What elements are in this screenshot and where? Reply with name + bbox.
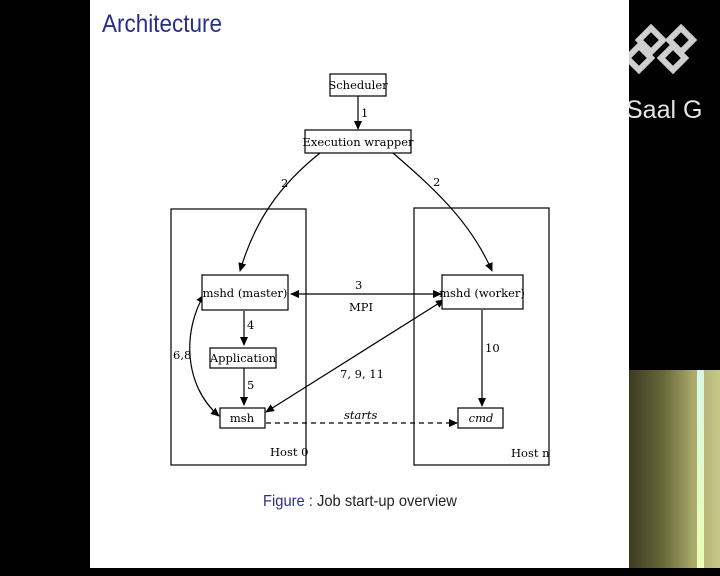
logo-text: Saal G [626,96,703,124]
edge-master-msh [189,294,220,417]
node-scheduler-label: Scheduler [328,78,388,92]
node-mshd-worker-label: mshd (worker) [439,286,525,300]
figure-caption-text: Job start-up overview [317,493,457,510]
node-execution-wrapper: Execution wrapper [302,129,414,154]
edge-msh-worker [265,299,445,413]
hostn-label: Host n [511,446,550,460]
node-msh: msh [219,407,266,429]
logo-mark-icon [629,23,698,75]
node-application-label: Application [209,351,277,365]
node-mshd-master: mshd (master) [201,274,289,311]
edge-label-2-left: 2 [281,176,288,190]
edge-wrapper-master [238,152,321,272]
video-highlight [697,370,704,568]
edge-label-6-8: 6,8 [173,348,191,362]
node-cmd-label: cmd [469,411,494,425]
edge-wrapper-worker [392,152,493,272]
figure-caption-label: Figure : [263,493,313,510]
edge-label-4: 4 [247,318,254,332]
edge-label-7-9-11: 7, 9, 11 [340,367,384,381]
node-execution-wrapper-label: Execution wrapper [302,135,414,149]
node-cmd: cmd [457,407,504,429]
node-mshd-worker: mshd (worker) [439,274,525,310]
node-scheduler: Scheduler [328,73,388,97]
edge-label-5: 5 [247,378,254,392]
host0-label: Host 0 [270,445,308,459]
edge-label-starts: starts [344,408,377,422]
edge-label-3: 3 [355,278,362,292]
edge-label-mpi: MPI [349,300,373,314]
edge-label-1: 1 [361,106,368,120]
node-application: Application [209,347,277,369]
node-mshd-master-label: mshd (master) [203,286,288,300]
figure-caption: Figure : Job start-up overview [263,493,457,511]
node-msh-label: msh [230,411,255,425]
edge-label-10: 10 [485,341,500,355]
slide-title: Architecture [102,10,223,38]
presenter-video [629,370,720,568]
edge-label-2-right: 2 [433,175,440,189]
